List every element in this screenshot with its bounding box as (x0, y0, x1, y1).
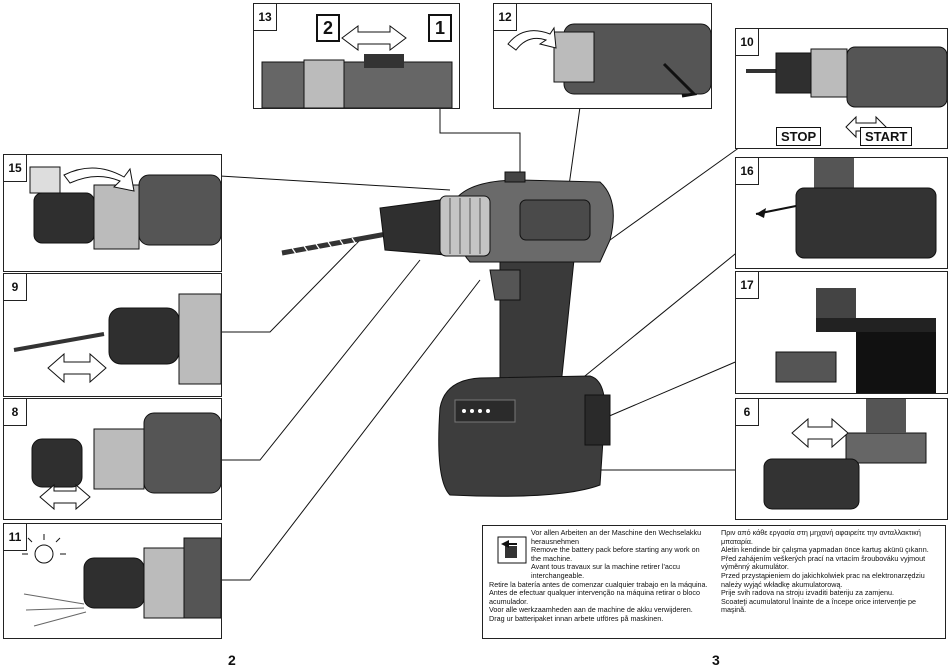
bit-insert-icon (13, 293, 221, 385)
warning-line: Antes de efectuar qualquer intervenção n… (489, 588, 700, 606)
figure-number: 15 (4, 155, 27, 182)
figure-9: 9 (3, 273, 222, 397)
figure-6: 6 (735, 398, 948, 520)
warning-line: Prije svih radova na stroju izvaditi bat… (721, 588, 894, 598)
figure-number: 13 (254, 4, 277, 31)
leader-lines (219, 106, 741, 581)
warning-line: Před zahájením veškerých prací na vrtací… (721, 553, 926, 572)
battery-insert-icon (763, 399, 927, 510)
gear-position-1-label: 1 (428, 14, 452, 42)
figure-8: 8 (3, 398, 222, 520)
chuck-removal-icon (31, 412, 221, 511)
chuck-icon (379, 199, 446, 256)
rotation-direction-icon (507, 23, 711, 98)
safety-warning-panel: Vor allen Arbeiten an der Maschine den W… (482, 525, 946, 639)
figure-11: 11 (3, 523, 222, 639)
figure-number: 12 (494, 4, 517, 31)
gear-position-2-label: 2 (316, 14, 340, 42)
page-number-right: 3 (712, 652, 720, 668)
gear-switch-arrow-icon (261, 25, 453, 108)
warning-line: Vor allen Arbeiten an der Maschine den W… (531, 528, 702, 546)
figure-12: 12 (493, 3, 712, 109)
figure-number: 10 (736, 29, 759, 56)
figure-17: 17 (735, 271, 948, 394)
warning-line: Przed przystąpieniem do jakichkolwiek pr… (721, 570, 925, 589)
figure-number: 9 (4, 274, 27, 301)
page-number-left: 2 (228, 652, 236, 668)
warning-line: Remove the battery pack before starting … (531, 545, 700, 563)
figure-15: 15 (3, 154, 222, 272)
warning-line: Πριν από κάθε εργασία στη μηχανή αφαιρεί… (721, 528, 921, 546)
warning-line: Retire la batería antes de comenzar cual… (489, 579, 708, 589)
figure-number: 17 (736, 272, 759, 299)
warning-line: Scoateţi acumulatorul înainte de a încep… (721, 596, 916, 615)
belt-clip-icon (775, 288, 936, 393)
work-light-icon (22, 534, 221, 627)
warning-right-column: Πριν από κάθε εργασία στη μηχανή αφαιρεί… (721, 528, 941, 615)
remove-battery-warning-icon (497, 536, 527, 564)
start-label: START (860, 127, 913, 146)
figure-10: 10 STOP START (735, 28, 948, 149)
torque-setting-icon (29, 166, 221, 250)
figure-number: 8 (4, 399, 27, 426)
trigger-icon (489, 269, 521, 301)
figure-number: 11 (4, 524, 27, 551)
figure-13: 13 2 1 (253, 3, 460, 109)
figure-16: 16 (735, 157, 948, 269)
warning-line: Avant tous travaux sur la machine retire… (531, 562, 681, 580)
battery-pack-icon (438, 375, 606, 497)
torque-collar-icon (439, 195, 491, 257)
drill-icon (746, 46, 947, 139)
drill-bit-icon (281, 230, 393, 256)
warning-line: Voor alle werkzaamheden aan de machine d… (489, 605, 693, 615)
battery-release-icon (755, 158, 937, 259)
figure-number: 16 (736, 158, 759, 185)
figure-number: 6 (736, 399, 759, 426)
stop-label: STOP (776, 127, 822, 146)
warning-left-column: Vor allen Arbeiten an der Maschine den W… (489, 528, 711, 624)
warning-line: Drag ur batteripaket innan arbete utföre… (489, 613, 664, 623)
warning-line: Aletin kendinde bir çalışma yapmadan önc… (721, 545, 929, 555)
